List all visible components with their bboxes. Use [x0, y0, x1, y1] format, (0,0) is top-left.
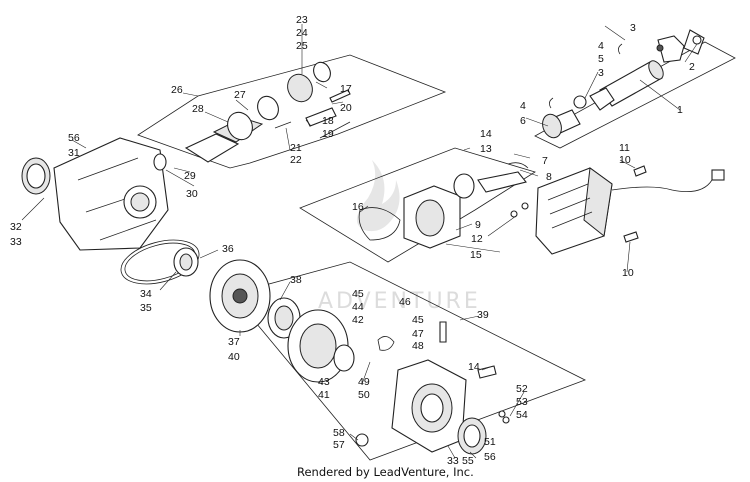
- callout-3: 3: [630, 22, 636, 34]
- callout-31: 31: [68, 147, 80, 159]
- callout-19: 19: [322, 128, 334, 140]
- callout-58: 58: [333, 427, 345, 439]
- callout-45: 45: [352, 288, 364, 300]
- callout-15: 15: [470, 249, 482, 261]
- callout-1: 1: [677, 104, 683, 116]
- callout-37: 37: [228, 336, 240, 348]
- callout-55: 55: [462, 455, 474, 467]
- group-box-cover: [231, 261, 587, 461]
- callout-16: 16: [352, 201, 364, 213]
- callout-4: 4: [598, 40, 604, 52]
- callout-30: 30: [186, 188, 198, 200]
- callout-34: 34: [140, 288, 152, 300]
- callout-5: 5: [598, 53, 604, 65]
- callout-14: 14: [468, 361, 480, 373]
- callout-27: 27: [234, 89, 246, 101]
- callout-25: 25: [296, 40, 308, 52]
- callout-23: 23: [296, 14, 308, 26]
- callout-33: 33: [10, 236, 22, 248]
- callout-17: 17: [340, 83, 352, 95]
- callout-41: 41: [318, 389, 330, 401]
- callout-53: 53: [516, 396, 528, 408]
- callout-10: 10: [619, 154, 631, 166]
- callout-46: 46: [399, 296, 411, 308]
- callout-3: 3: [598, 67, 604, 79]
- callout-13: 13: [480, 143, 492, 155]
- pinion-gear: [184, 61, 351, 163]
- callout-42: 42: [352, 314, 364, 326]
- callout-51: 51: [484, 436, 496, 448]
- callout-6: 6: [520, 115, 526, 127]
- cover-assembly: [287, 309, 510, 455]
- callout-11: 11: [619, 142, 630, 154]
- callout-38: 38: [290, 274, 302, 286]
- callout-48: 48: [412, 340, 424, 352]
- callout-50: 50: [358, 389, 370, 401]
- callout-10: 10: [622, 267, 634, 279]
- callout-45: 45: [412, 314, 424, 326]
- callout-56: 56: [484, 451, 496, 463]
- callout-40: 40: [228, 351, 240, 363]
- callout-7: 7: [542, 155, 548, 167]
- callout-20: 20: [340, 102, 352, 114]
- leader-lines: [21, 24, 698, 459]
- callout-47: 47: [412, 328, 424, 340]
- callout-49: 49: [358, 376, 370, 388]
- callout-35: 35: [140, 302, 152, 314]
- callout-57: 57: [333, 439, 345, 451]
- callout-32: 32: [10, 221, 22, 233]
- callout-56: 56: [68, 132, 80, 144]
- callout-22: 22: [290, 154, 302, 166]
- callout-labels: 1 2 3 3 4 4 5 6 7 8 9 10 10 11 12 13 14 …: [10, 14, 695, 467]
- callout-26: 26: [171, 84, 183, 96]
- callout-24: 24: [296, 27, 308, 39]
- watermark: ADVENTURE: [318, 160, 481, 314]
- group-box-shaft: [534, 41, 736, 149]
- gear-case: [21, 137, 200, 285]
- drive-shaft-assembly: [542, 29, 705, 139]
- callout-9: 9: [475, 219, 481, 231]
- callout-54: 54: [516, 409, 528, 421]
- callout-36: 36: [222, 243, 234, 255]
- callout-4: 4: [520, 100, 526, 112]
- watermark-text: ADVENTURE: [318, 289, 481, 314]
- render-credit: Rendered by LeadVenture, Inc.: [297, 465, 474, 479]
- callout-2: 2: [689, 61, 695, 73]
- callout-39: 39: [477, 309, 489, 321]
- group-box-bevel-gear: [137, 54, 447, 169]
- callout-52: 52: [516, 383, 528, 395]
- callout-29: 29: [184, 170, 196, 182]
- callout-12: 12: [471, 233, 483, 245]
- callout-43: 43: [318, 376, 330, 388]
- actuator-motor: [535, 165, 725, 255]
- shift-housing: [358, 162, 529, 249]
- callout-14: 14: [480, 128, 492, 140]
- callout-33: 33: [447, 455, 459, 467]
- callout-44: 44: [352, 301, 364, 313]
- callout-28: 28: [192, 103, 204, 115]
- callout-18: 18: [322, 115, 334, 127]
- callout-21: 21: [290, 142, 302, 154]
- group-box-housing: [299, 147, 536, 263]
- callout-8: 8: [546, 171, 552, 183]
- ring-gear-assembly: [173, 247, 301, 339]
